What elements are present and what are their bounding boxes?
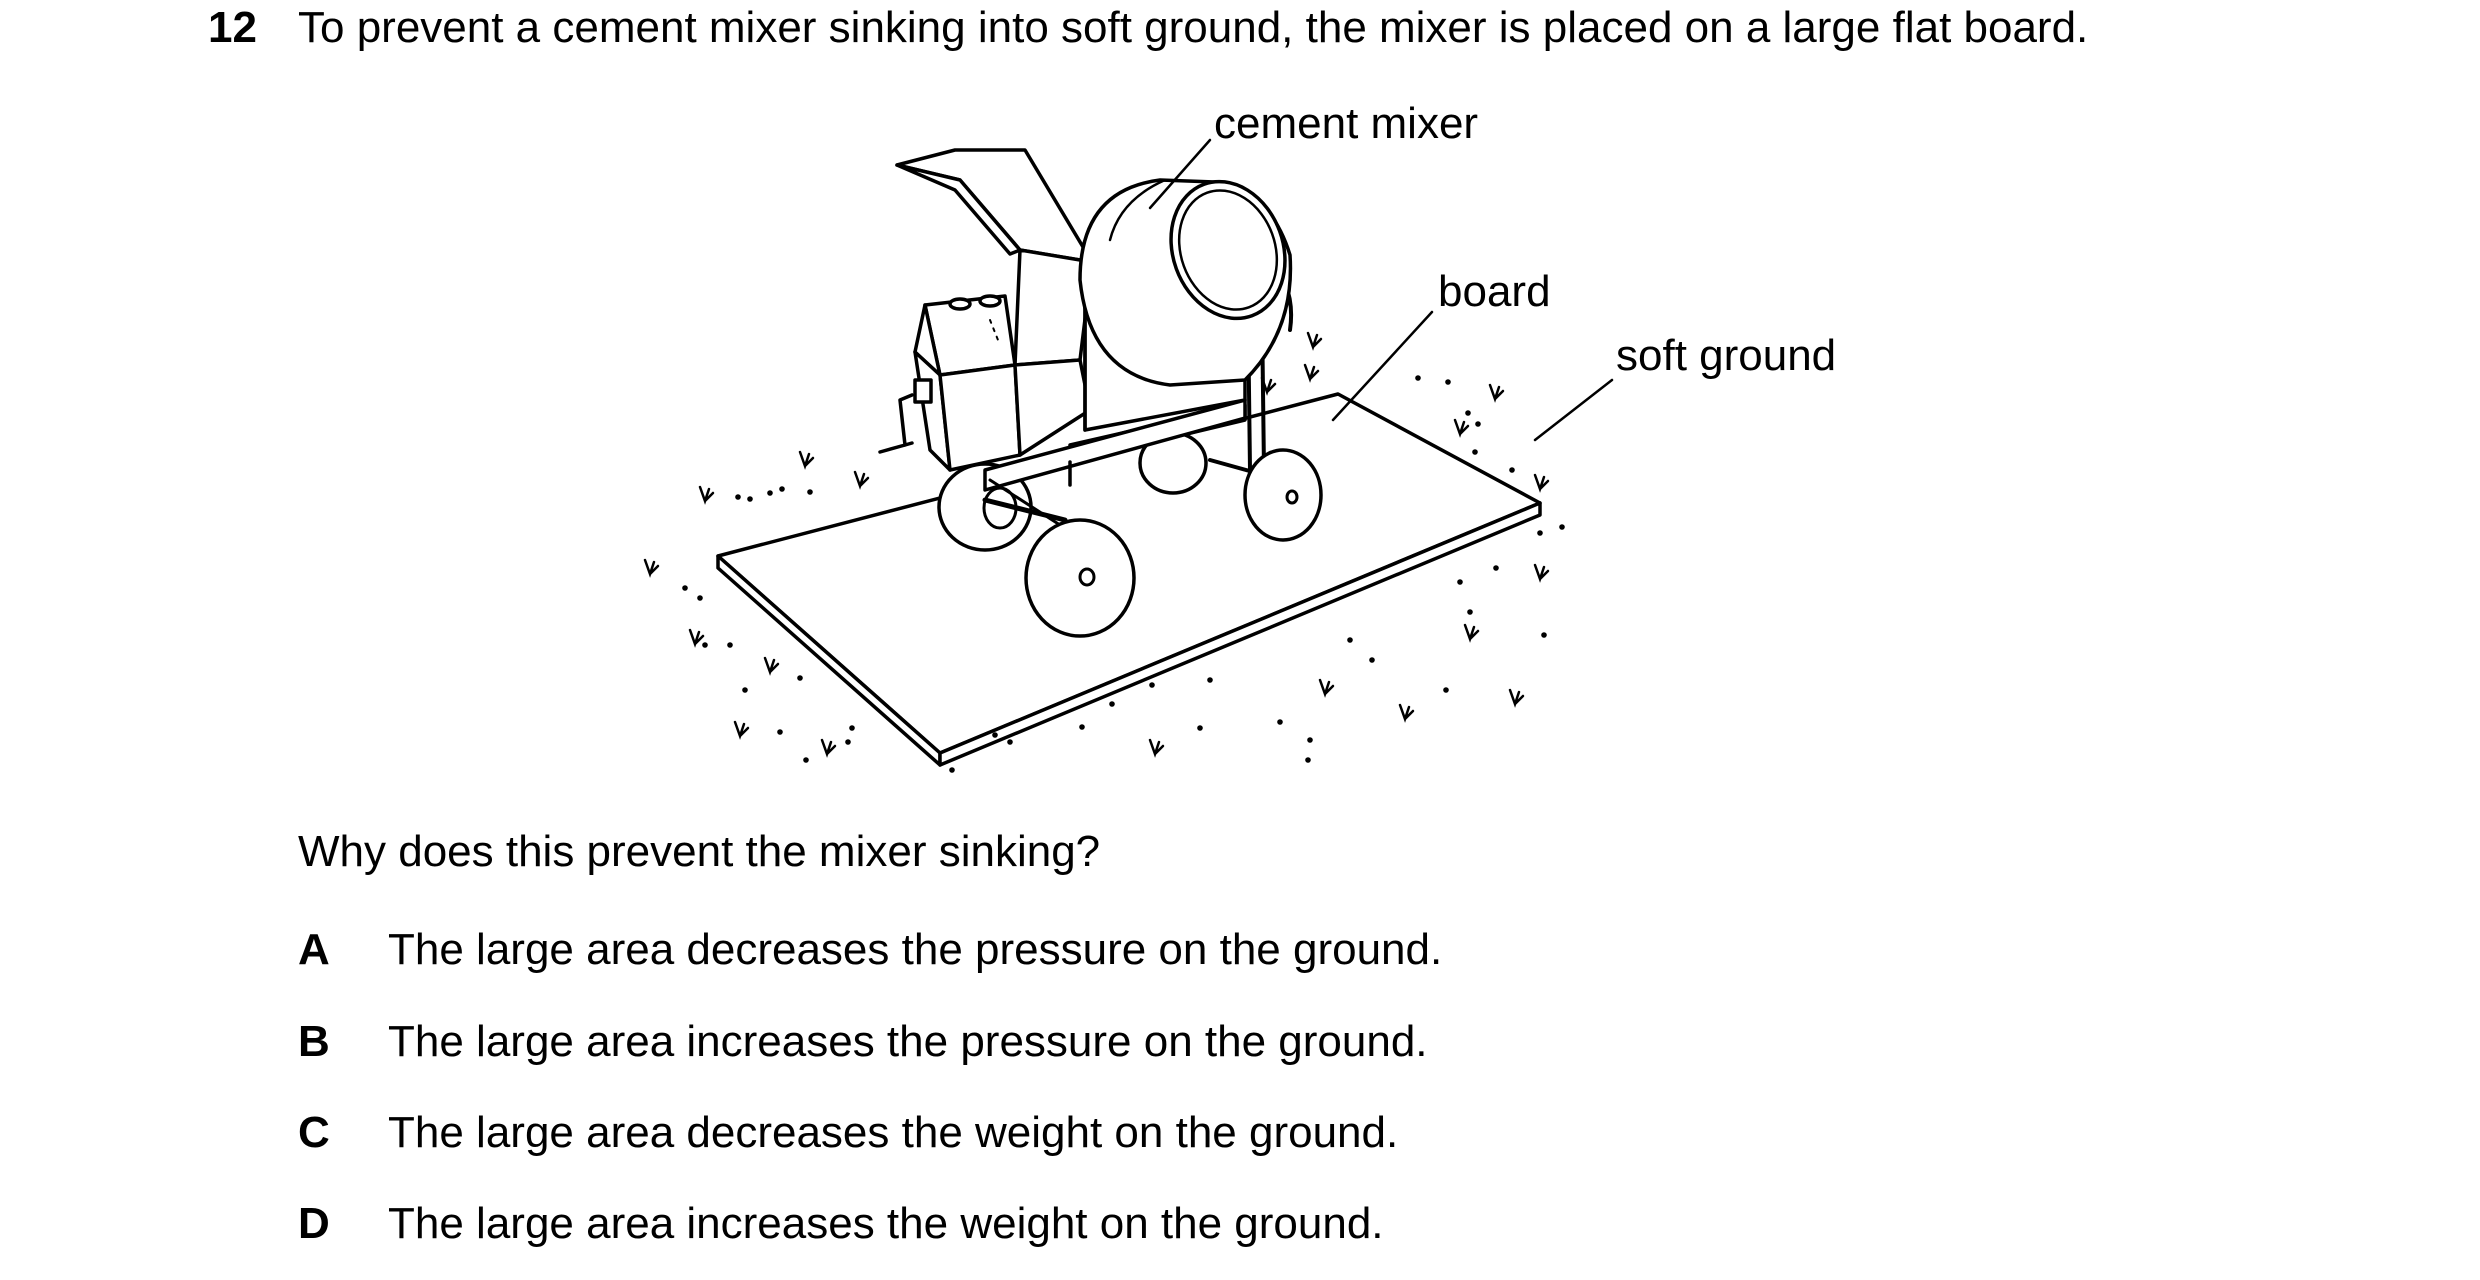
option-letter: A [298, 925, 330, 974]
hopper [895, 148, 1094, 457]
question-prompt: Why does this prevent the mixer sinking? [298, 827, 1101, 876]
option-letter: B [298, 1017, 330, 1066]
cement-mixer-illustration [643, 138, 1614, 773]
label-board: board [1438, 267, 1551, 316]
label-soft-ground: soft ground [1616, 331, 1837, 380]
question-number: 12 [208, 3, 257, 52]
answer-option-c[interactable]: C The large area decreases the weight on… [298, 1107, 1698, 1163]
cement-mixer-figure: cement mixer board soft ground [643, 99, 1837, 773]
question-stem: To prevent a cement mixer sinking into s… [298, 3, 2089, 52]
label-cement-mixer: cement mixer [1214, 99, 1479, 148]
soil-dots [682, 375, 1565, 773]
grass-tufts [643, 331, 1550, 758]
option-text: The large area decreases the pressure on… [388, 925, 1443, 974]
leader-board [1331, 310, 1434, 422]
leader-mixer [1148, 138, 1212, 210]
front-right-wheel [1243, 448, 1323, 542]
option-letter: D [298, 1199, 330, 1248]
option-letter: C [298, 1108, 330, 1157]
option-text: The large area decreases the weight on t… [388, 1108, 1399, 1157]
answer-option-a[interactable]: A The large area decreases the pressure … [298, 924, 1698, 980]
leader-ground [1533, 378, 1614, 442]
option-text: The large area increases the pressure on… [388, 1017, 1428, 1066]
mixer-drum [1078, 178, 1293, 387]
crank-handle [878, 378, 933, 454]
answer-option-b[interactable]: B The large area increases the pressure … [298, 1016, 1698, 1072]
front-left-wheel [1024, 518, 1136, 638]
answer-option-d[interactable]: D The large area increases the weight on… [298, 1198, 1698, 1254]
option-text: The large area increases the weight on t… [388, 1199, 1384, 1248]
